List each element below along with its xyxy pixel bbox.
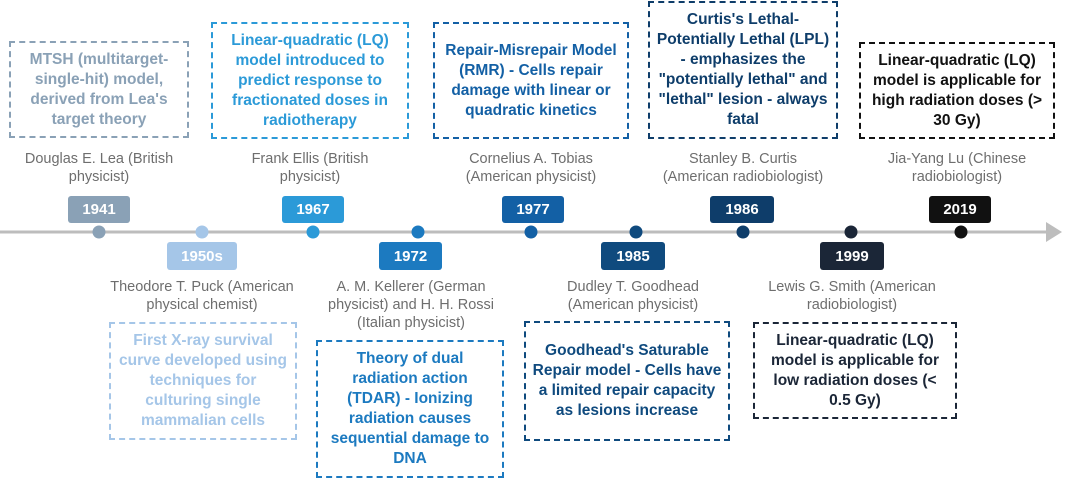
milestone-2019-year-badge: 2019 bbox=[929, 196, 991, 223]
milestone-1967-description: Linear-quadratic (LQ) model introduced t… bbox=[211, 22, 409, 139]
milestone-1985-description: Goodhead's Saturable Repair model - Cell… bbox=[524, 321, 730, 441]
milestone-1986-person: Stanley B. Curtis (American radiobiologi… bbox=[662, 151, 824, 185]
dot-1941 bbox=[92, 225, 106, 239]
milestone-1985-person: Dudley T. Goodhead (American physicist) bbox=[567, 279, 699, 313]
milestone-1941-description: MTSH (multitarget-single-hit) model, der… bbox=[9, 41, 189, 138]
milestone-1977-year-badge: 1977 bbox=[502, 196, 564, 223]
milestone-1941-person: Douglas E. Lea (British physicist) bbox=[24, 151, 174, 185]
milestone-1977-person: Cornelius A. Tobias (American physicist) bbox=[465, 151, 597, 185]
dot-1985 bbox=[629, 225, 643, 239]
milestone-1986-year-badge: 1986 bbox=[710, 196, 774, 223]
milestone-1950s-year-badge: 1950s bbox=[167, 242, 237, 270]
milestone-1972-description: Theory of dual radiation action (TDAR) -… bbox=[316, 340, 504, 478]
milestone-1999-description: Linear-quadratic (LQ) model is applicabl… bbox=[753, 322, 957, 419]
dot-1986 bbox=[736, 225, 750, 239]
dot-2019 bbox=[954, 225, 968, 239]
milestone-1985-year-badge: 1985 bbox=[601, 242, 665, 270]
milestone-1986-description: Curtis's Lethal-Potentially Lethal (LPL)… bbox=[648, 1, 838, 139]
milestone-1950s-description: First X-ray survival curve developed usi… bbox=[109, 322, 297, 440]
milestone-2019-description: Linear-quadratic (LQ) model is applicabl… bbox=[859, 42, 1055, 139]
milestone-1967-year-badge: 1967 bbox=[282, 196, 344, 223]
milestone-1941-year-badge: 1941 bbox=[68, 196, 130, 223]
milestone-1967-person: Frank Ellis (British physicist) bbox=[251, 151, 369, 185]
milestone-1999-year-badge: 1999 bbox=[820, 242, 884, 270]
milestone-1972-person: A. M. Kellerer (German physicist) and H.… bbox=[328, 279, 494, 331]
milestone-2019-person: Jia-Yang Lu (Chinese radiobiologist) bbox=[887, 151, 1027, 185]
dot-1999 bbox=[844, 225, 858, 239]
milestone-1950s-person: Theodore T. Puck (American physical chem… bbox=[110, 279, 294, 313]
milestone-1999-person: Lewis G. Smith (American radiobiologist) bbox=[768, 279, 936, 313]
timeline-arrow-head bbox=[1046, 222, 1062, 242]
dot-1967 bbox=[306, 225, 320, 239]
dot-1972 bbox=[411, 225, 425, 239]
dot-1977 bbox=[524, 225, 538, 239]
dot-1950s bbox=[195, 225, 209, 239]
milestone-1977-description: Repair-Misrepair Model (RMR) - Cells rep… bbox=[433, 22, 629, 139]
milestone-1972-year-badge: 1972 bbox=[379, 242, 442, 270]
